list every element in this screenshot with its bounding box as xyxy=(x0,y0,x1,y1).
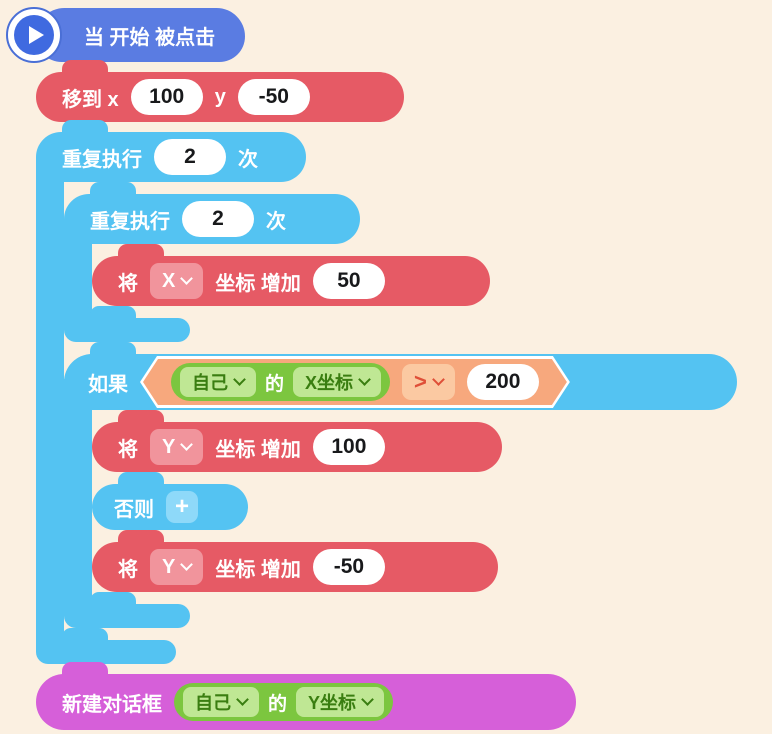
change-value-input[interactable]: 50 xyxy=(312,263,385,299)
comparison-block[interactable]: 自己 的 X坐标 > xyxy=(143,359,567,405)
target-dropdown[interactable]: 自己 xyxy=(180,367,256,397)
chevron-down-icon xyxy=(180,557,194,571)
repeat-label: 重复执行 xyxy=(62,148,142,171)
move-x-input[interactable]: 100 xyxy=(130,79,203,115)
axis-dropdown-value: X xyxy=(162,269,176,292)
move-label: 移到 x xyxy=(62,88,119,111)
change-mid-label: 坐标 增加 xyxy=(215,438,301,461)
target-dropdown-value: 自己 xyxy=(192,373,228,393)
repeat-count-input[interactable]: 2 xyxy=(154,139,226,175)
if-else-block: 如果 自己 的 X坐标 xyxy=(64,342,737,628)
if-arm xyxy=(64,379,92,616)
play-icon-disc xyxy=(14,15,54,55)
change-prefix-label: 将 xyxy=(118,272,138,295)
if-header[interactable]: 如果 自己 的 X坐标 xyxy=(64,342,737,410)
change-mid-label: 坐标 增加 xyxy=(215,558,301,581)
axis-dropdown[interactable]: Y xyxy=(150,549,204,585)
chevron-down-icon xyxy=(233,373,246,386)
move-y-label: y xyxy=(214,85,226,108)
repeat-count-input[interactable]: 2 xyxy=(182,201,254,237)
repeat-outer-block: 重复执行 2 次 重复执行 2 次 将 xyxy=(36,120,737,664)
property-reporter-block[interactable]: 自己 的 Y坐标 xyxy=(174,683,394,721)
repeat-inner-header[interactable]: 重复执行 2 次 xyxy=(64,182,360,244)
condition-slot: 自己 的 X坐标 > xyxy=(140,356,570,408)
repeat-inner-footer[interactable] xyxy=(64,306,190,342)
repeat-inner-block: 重复执行 2 次 将 X 坐标 增加 50 xyxy=(64,182,490,342)
property-dropdown[interactable]: X坐标 xyxy=(293,367,381,397)
when-start-clicked-block[interactable]: 当 开始 被点击 xyxy=(6,7,246,63)
chevron-down-icon xyxy=(180,271,194,285)
axis-dropdown[interactable]: X xyxy=(150,263,204,299)
operator-dropdown-value: > xyxy=(414,369,427,394)
repeat-label: 重复执行 xyxy=(90,210,170,233)
play-icon xyxy=(6,7,62,63)
if-footer[interactable] xyxy=(64,592,190,628)
repeat-inner-body: 将 X 坐标 增加 50 xyxy=(64,244,490,318)
else-bar[interactable]: 否则 + xyxy=(92,472,248,530)
repeat-outer-header[interactable]: 重复执行 2 次 xyxy=(36,120,306,182)
add-branch-button[interactable]: + xyxy=(166,491,198,523)
repeat-outer-arm xyxy=(36,157,64,652)
move-y-input[interactable]: -50 xyxy=(237,79,310,115)
new-dialog-block[interactable]: 新建对话框 自己 的 Y坐标 xyxy=(36,662,576,730)
comparison-value-input[interactable]: 200 xyxy=(467,364,539,400)
property-reporter-block[interactable]: 自己 的 X坐标 xyxy=(171,363,390,401)
target-dropdown[interactable]: 自己 xyxy=(183,687,259,717)
dialog-label: 新建对话框 xyxy=(62,693,162,716)
operator-dropdown[interactable]: > xyxy=(402,364,455,400)
change-prefix-label: 将 xyxy=(118,438,138,461)
axis-dropdown-value: Y xyxy=(162,435,176,458)
axis-dropdown-value: Y xyxy=(162,555,176,578)
if-label: 如果 xyxy=(88,373,128,396)
repeat-outer-body: 重复执行 2 次 将 X 坐标 增加 50 xyxy=(36,182,737,640)
if-else-body: 将 Y 坐标 增加 -50 xyxy=(64,530,498,604)
repeat-suffix-label: 次 xyxy=(266,210,286,233)
chevron-down-icon xyxy=(361,692,374,706)
chevron-down-icon xyxy=(432,373,445,386)
of-label: 的 xyxy=(265,373,285,395)
change-y-then-block[interactable]: 将 Y 坐标 增加 100 xyxy=(92,410,502,472)
of-label: 的 xyxy=(268,693,288,715)
property-dropdown[interactable]: Y坐标 xyxy=(296,687,385,717)
move-to-block[interactable]: 移到 x 100 y -50 xyxy=(36,60,404,122)
axis-dropdown[interactable]: Y xyxy=(150,429,204,465)
change-x-block[interactable]: 将 X 坐标 增加 50 xyxy=(92,244,490,306)
chevron-down-icon xyxy=(180,437,194,451)
property-dropdown-value: Y坐标 xyxy=(308,693,357,713)
script-stack: 当 开始 被点击 移到 x 100 y -50 重复执行 2 次 重复执行 xyxy=(6,7,772,730)
property-dropdown-value: X坐标 xyxy=(305,373,354,393)
change-value-input[interactable]: 100 xyxy=(312,429,385,465)
else-label: 否则 xyxy=(114,498,154,521)
hat-label: 当 开始 被点击 xyxy=(84,26,216,49)
chevron-down-icon xyxy=(358,373,371,386)
change-prefix-label: 将 xyxy=(118,558,138,581)
target-dropdown-value: 自己 xyxy=(195,693,231,713)
chevron-down-icon xyxy=(236,692,249,706)
change-mid-label: 坐标 增加 xyxy=(215,272,301,295)
if-then-body: 将 Y 坐标 增加 100 xyxy=(64,410,502,484)
repeat-outer-footer[interactable] xyxy=(36,628,176,664)
change-y-else-block[interactable]: 将 Y 坐标 增加 -50 xyxy=(92,530,498,592)
change-value-input[interactable]: -50 xyxy=(312,549,385,585)
play-icon-triangle xyxy=(29,26,44,44)
repeat-suffix-label: 次 xyxy=(238,148,258,171)
